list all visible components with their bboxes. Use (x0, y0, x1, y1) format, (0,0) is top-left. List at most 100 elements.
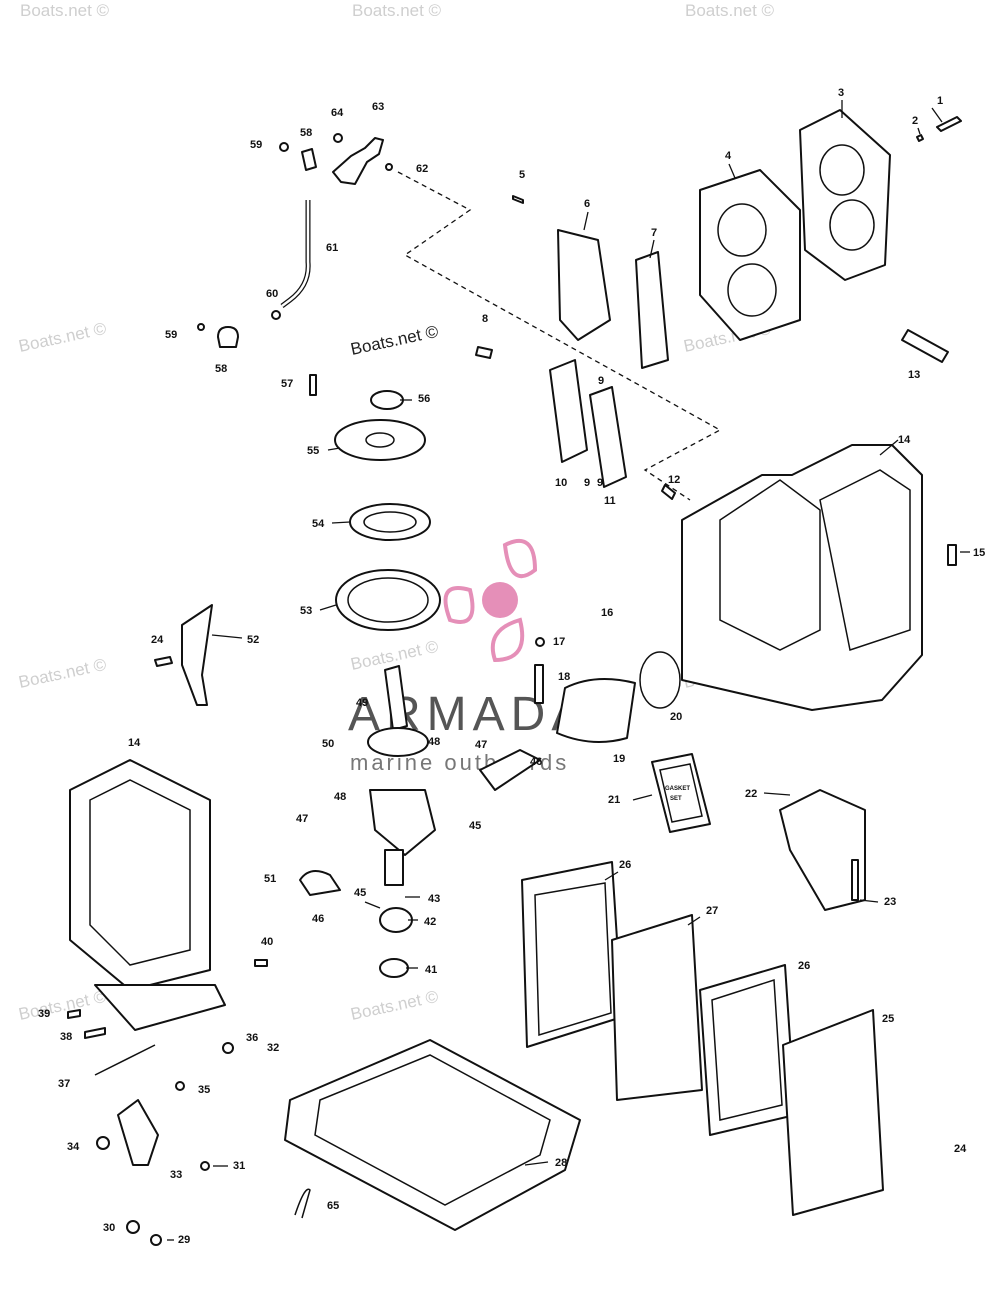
gasket-kit-label: GASKET (665, 786, 690, 792)
part-5 (512, 195, 524, 204)
crankshaft-group (299, 637, 681, 978)
callout-29: 29 (178, 1234, 190, 1246)
callout-22: 22 (745, 788, 757, 800)
plate-25 (782, 1009, 884, 1216)
gasket-54 (349, 503, 431, 541)
part-32 (222, 1042, 234, 1054)
gasket-26b (699, 964, 796, 1136)
callout-5: 5 (519, 169, 525, 181)
part-58-lower (217, 326, 239, 348)
bearing-42 (379, 907, 413, 933)
part-59 (279, 142, 289, 152)
callout-14: 14 (898, 434, 911, 446)
callout-7: 7 (651, 227, 657, 239)
part-64 (333, 133, 343, 143)
callout-58a: 58 (300, 127, 312, 139)
plate-11 (589, 386, 627, 488)
bolt-24 (154, 656, 173, 667)
callout-2: 2 (912, 115, 918, 127)
pin-18 (534, 664, 544, 704)
gasket-kit-21: GASKET SET (651, 753, 711, 833)
callout-31: 31 (233, 1160, 245, 1172)
cover-6 (557, 229, 611, 341)
callout-19: 19 (613, 753, 625, 765)
callout-21: 21 (608, 794, 620, 806)
callout-46b: 46 (312, 913, 324, 925)
bracket-52 (181, 604, 213, 706)
part-31 (200, 1161, 210, 1171)
part-30 (126, 1220, 140, 1234)
callout-32: 32 (267, 1042, 279, 1054)
watermark: Boats.net © (17, 655, 109, 692)
plates-group (309, 374, 441, 631)
callout-25: 25 (882, 1013, 894, 1025)
part-34 (96, 1136, 110, 1150)
callout-24-right: 24 (954, 1143, 967, 1155)
part-35 (175, 1081, 185, 1091)
part-1 (936, 116, 962, 132)
callout-20: 20 (670, 711, 682, 723)
part-63 (332, 137, 384, 185)
crankcase-right (681, 444, 957, 711)
callout-27: 27 (706, 905, 718, 917)
callout-52: 52 (247, 634, 259, 646)
callout-48a: 48 (428, 736, 440, 748)
gasket-28 (284, 1039, 581, 1231)
watermark: Boats.net © (685, 1, 775, 20)
callout-18: 18 (558, 671, 570, 683)
callout-51: 51 (264, 873, 276, 885)
callout-45a: 45 (469, 820, 481, 832)
callout-61: 61 (326, 242, 338, 254)
callout-1: 1 (937, 95, 943, 107)
plate-55 (334, 419, 426, 461)
callout-43: 43 (428, 893, 440, 905)
callout-59b: 59 (165, 329, 177, 341)
callout-58b: 58 (215, 363, 227, 375)
callout-16: 16 (601, 607, 613, 619)
callout-57: 57 (281, 378, 293, 390)
plate-27 (611, 914, 703, 1101)
part-15 (947, 544, 957, 566)
watermark: Boats.net © (20, 1, 110, 20)
callout-60: 60 (266, 288, 278, 300)
callout-41: 41 (425, 964, 437, 976)
callout-45b: 45 (354, 887, 366, 899)
part-12 (661, 484, 676, 500)
gasket-kit-label: SET (670, 796, 682, 802)
callout-14-left: 14 (128, 737, 141, 749)
washer-41 (379, 958, 409, 978)
part-22-group (779, 789, 866, 911)
ring-20 (639, 651, 681, 709)
part-29 (150, 1234, 162, 1246)
callout-26a: 26 (619, 859, 631, 871)
callout-9c: 9 (597, 477, 603, 489)
watermark: Boats.net © (352, 1, 442, 20)
callout-15: 15 (973, 547, 985, 559)
crankcase-left (69, 604, 226, 1031)
callout-26b: 26 (798, 960, 810, 972)
callout-54: 54 (312, 518, 325, 530)
plates-lower-right (284, 861, 884, 1231)
part-62 (385, 163, 393, 171)
part-60 (271, 310, 281, 320)
part-40 (254, 959, 268, 967)
callout-46a: 46 (530, 756, 542, 768)
gasket-7 (635, 251, 669, 369)
screw-23 (851, 859, 859, 901)
callout-40: 40 (261, 936, 273, 948)
callout-39: 39 (38, 1008, 50, 1020)
callout-64: 64 (331, 107, 344, 119)
washer-56 (370, 390, 404, 410)
watermark: Boats.net © (349, 322, 441, 359)
callout-56: 56 (418, 393, 430, 405)
callout-9b: 9 (584, 477, 590, 489)
callout-30: 30 (103, 1222, 115, 1234)
part-38 (84, 1027, 106, 1039)
watermark: Boats.net © (17, 319, 109, 356)
callout-8: 8 (482, 313, 488, 325)
callout-59a: 59 (250, 139, 262, 151)
cap-46-lower (299, 870, 341, 896)
leader-lines (167, 100, 970, 1241)
spark-plug-13 (901, 329, 949, 363)
cylinder-head-group (475, 109, 962, 500)
